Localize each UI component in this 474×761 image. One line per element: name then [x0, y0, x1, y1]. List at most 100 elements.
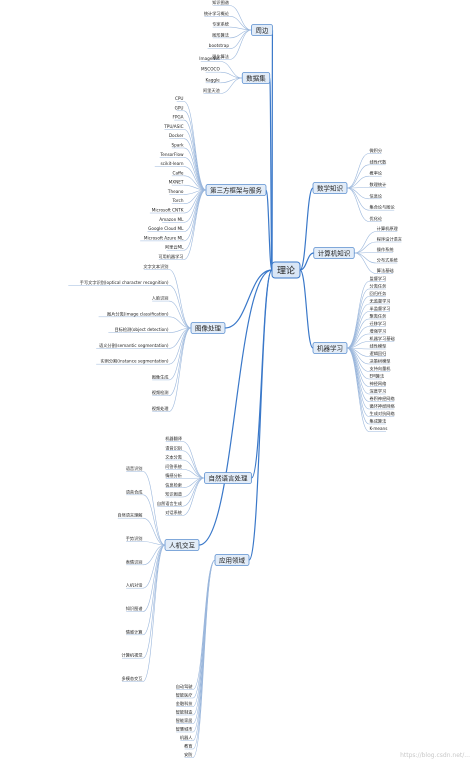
root-node[interactable]: 理论 — [271, 261, 301, 279]
leaf-label[interactable]: 支持向量机 — [370, 365, 392, 372]
leaf-label[interactable]: 机器人 — [180, 734, 193, 741]
leaf-label[interactable]: Theano — [167, 189, 184, 194]
leaf-label[interactable]: Microsoft CNTK — [152, 208, 184, 213]
leaf-label[interactable]: 监督学习 — [370, 275, 387, 282]
leaf-label[interactable]: 文本分类 — [165, 454, 183, 461]
leaf-label[interactable]: 知识图谱 — [126, 605, 144, 612]
leaf-label[interactable]: ImageNet — [199, 56, 220, 61]
leaf-label[interactable]: 无监督学习 — [370, 298, 391, 305]
leaf-label[interactable]: 线性模型 — [370, 343, 387, 350]
leaf-label[interactable]: GPU — [175, 105, 184, 110]
branch-node[interactable]: 自然语言处理 — [204, 472, 252, 484]
leaf-label[interactable]: bootstrap — [209, 43, 230, 48]
leaf-label[interactable]: 语音识别 — [165, 444, 182, 451]
branch-node[interactable]: 人机交互 — [164, 539, 200, 551]
leaf-label[interactable]: 人脸识别 — [152, 295, 169, 302]
leaf-label[interactable]: 知识图谱 — [165, 491, 183, 498]
leaf-label[interactable]: 逻辑回归 — [370, 350, 387, 357]
branch-node[interactable]: 图像处理 — [190, 322, 226, 334]
leaf-label[interactable]: 专家系统 — [212, 21, 229, 28]
leaf-label[interactable]: Spark — [171, 142, 184, 147]
leaf-label[interactable]: 文字文本识别 — [143, 263, 168, 270]
leaf-label[interactable]: 智能制造 — [176, 709, 194, 716]
leaf-label[interactable]: 多模态交互 — [122, 675, 143, 682]
leaf-label[interactable]: 优化论 — [370, 215, 383, 222]
leaf-label[interactable]: 生成对抗网络 — [370, 410, 396, 417]
leaf-label[interactable]: Docker — [169, 133, 184, 138]
branch-node[interactable]: 计算机知识 — [313, 247, 355, 259]
branch-node[interactable]: 第三方框架与服务 — [205, 184, 267, 196]
leaf-label[interactable]: 操作系统 — [377, 246, 394, 253]
leaf-label[interactable]: Microsoft Azure ML — [144, 235, 184, 240]
leaf-label[interactable]: 情感计算 — [126, 628, 143, 635]
leaf-label[interactable]: scikit-learn — [161, 161, 184, 166]
leaf-label[interactable]: 阿里云ML — [165, 244, 184, 251]
branch-node[interactable]: 应用领域 — [214, 554, 250, 566]
leaf-label[interactable]: 决策树模型 — [370, 358, 391, 365]
leaf-label[interactable]: 手写文字识别(optical character recognition) — [80, 279, 169, 286]
leaf-label[interactable]: CPU — [175, 96, 184, 101]
leaf-label[interactable]: 机器学习基础 — [370, 335, 395, 342]
leaf-label[interactable]: 自然语言生成 — [157, 500, 182, 507]
leaf-label[interactable]: 目标检测(object detection) — [114, 326, 168, 333]
leaf-label[interactable]: K-means — [370, 426, 388, 431]
leaf-label[interactable]: TPU/ASIC — [163, 124, 183, 129]
leaf-label[interactable]: Amazon ML — [159, 217, 184, 222]
leaf-label[interactable]: 自然语言理解 — [117, 512, 142, 519]
leaf-label[interactable]: 语义分割(semantic segmentation) — [99, 342, 169, 349]
branch-node[interactable]: 数学知识 — [312, 182, 348, 194]
leaf-label[interactable]: 安防 — [184, 751, 192, 758]
leaf-label[interactable]: 集成算法 — [370, 418, 387, 425]
leaf-label[interactable]: 分布式系统 — [377, 257, 398, 264]
leaf-label[interactable]: 语音合成 — [126, 488, 143, 495]
leaf-label[interactable]: 计算机视觉 — [122, 652, 143, 659]
leaf-label[interactable]: 智能家居 — [176, 717, 193, 724]
leaf-label[interactable]: 增强学习 — [370, 328, 387, 335]
leaf-label[interactable]: 对话系统 — [165, 509, 182, 516]
leaf-label[interactable]: 循环神经网络 — [370, 403, 396, 410]
leaf-label[interactable]: Caffe — [173, 170, 184, 175]
leaf-label[interactable]: 智能医疗 — [176, 692, 193, 699]
leaf-label[interactable]: 线性代数 — [370, 158, 388, 165]
leaf-label[interactable]: 实例分割(instance segmentation) — [100, 358, 168, 365]
leaf-label[interactable]: 聚类任务 — [370, 313, 388, 320]
leaf-label[interactable]: 金融科技 — [176, 700, 194, 707]
leaf-label[interactable]: 自动驾驶 — [176, 683, 194, 690]
leaf-label[interactable]: 手势识别 — [126, 535, 143, 542]
leaf-label[interactable]: 统计学习概论 — [204, 10, 230, 17]
branch-node[interactable]: 数据集 — [241, 72, 271, 84]
leaf-label[interactable]: 数理统计 — [370, 181, 387, 188]
leaf-label[interactable]: Kaggle — [205, 77, 220, 82]
leaf-label[interactable]: EM算法 — [370, 373, 385, 380]
leaf-label[interactable]: 视频检测 — [152, 389, 169, 396]
leaf-label[interactable]: 分类任务 — [370, 283, 388, 290]
leaf-label[interactable]: 神经网络 — [370, 380, 388, 387]
leaf-label[interactable]: 问答系统 — [165, 463, 182, 470]
leaf-label[interactable]: 概率论 — [370, 170, 383, 177]
leaf-label[interactable]: 程序设计语言 — [377, 236, 402, 243]
leaf-label[interactable]: 教育 — [184, 743, 192, 750]
leaf-label[interactable]: 视频处理 — [152, 405, 170, 412]
leaf-label[interactable]: 信息检索 — [165, 481, 182, 488]
leaf-label[interactable]: 图形算法 — [212, 31, 229, 38]
leaf-label[interactable]: 深度学习 — [370, 388, 387, 395]
leaf-label[interactable]: 信息论 — [370, 192, 383, 199]
leaf-label[interactable]: 情感分析 — [165, 472, 182, 479]
leaf-label[interactable]: 集合论与图论 — [370, 204, 396, 211]
branch-node[interactable]: 周边 — [251, 24, 273, 36]
leaf-label[interactable]: MXNET — [169, 180, 184, 185]
leaf-label[interactable]: 语音识别 — [126, 465, 143, 472]
leaf-label[interactable]: 算法基础 — [377, 267, 394, 274]
leaf-label[interactable]: Google Cloud ML — [148, 226, 184, 231]
leaf-label[interactable]: 知识图谱 — [212, 0, 230, 6]
leaf-label[interactable]: 卷积神经网络 — [370, 395, 396, 402]
leaf-label[interactable]: MSCOCO — [201, 67, 220, 72]
leaf-label[interactable]: 图像生成 — [152, 373, 169, 380]
leaf-label[interactable]: 迁移学习 — [370, 320, 387, 327]
leaf-label[interactable]: 图片分类(image classification) — [107, 310, 169, 317]
leaf-label[interactable]: 智慧城市 — [176, 726, 193, 733]
leaf-label[interactable]: TensorFlow — [159, 152, 184, 157]
leaf-label[interactable]: 人机对话 — [126, 582, 143, 589]
leaf-label[interactable]: Torch — [172, 198, 184, 203]
leaf-label[interactable]: 半监督学习 — [370, 305, 391, 312]
